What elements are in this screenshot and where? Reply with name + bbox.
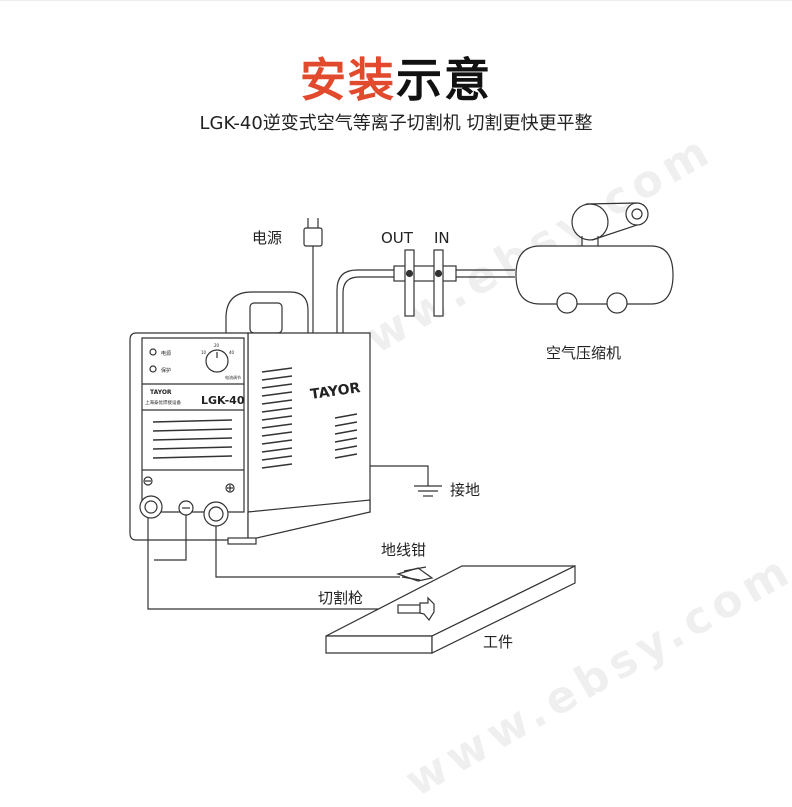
installation-diagram: 电源 保护 10 20 40 电流调节 TAYOR 上海泰优焊接设备 LGK-4…	[129, 202, 674, 654]
ground-clamp-icon	[396, 566, 434, 582]
title-black: 示意	[396, 53, 492, 107]
label-torch: 切割枪	[318, 589, 364, 607]
indicator-power-label: 电源	[161, 350, 171, 357]
air-hose	[336, 265, 515, 333]
label-out: OUT	[381, 229, 413, 247]
label-in: IN	[434, 229, 450, 247]
knob-scale-low: 10	[201, 350, 207, 355]
knob-caption: 电流调节	[225, 374, 241, 380]
knob-scale-mid: 20	[214, 343, 220, 348]
top-divider	[0, 0, 792, 1]
air-compressor-icon	[515, 202, 674, 314]
ground-wire	[370, 465, 442, 497]
workpiece-plate	[325, 565, 576, 654]
power-plug-icon	[303, 218, 323, 333]
label-workpiece: 工件	[483, 633, 514, 651]
label-clamp: 地线钳	[381, 541, 427, 559]
plasma-cutter-machine	[129, 291, 371, 545]
valve-in	[433, 249, 444, 317]
torch-cable	[147, 518, 398, 610]
label-ground: 接地	[450, 481, 481, 499]
knob-scale-high: 40	[229, 350, 235, 355]
machine-brand: TAYOR	[309, 380, 361, 403]
cutting-torch-icon	[397, 596, 435, 622]
machine-model: LGK-40	[201, 394, 245, 407]
title-red: 安装	[300, 53, 396, 107]
panel-caption: 上海泰优焊接设备	[145, 399, 181, 406]
label-compressor: 空气压缩机	[546, 344, 622, 362]
page-title: 安装示意	[0, 52, 792, 108]
page-subtitle: LGK-40逆变式空气等离子切割机 切割更快更平整	[199, 113, 593, 134]
panel-logo: TAYOR	[150, 389, 172, 396]
valve-out	[404, 249, 415, 317]
torch-control-cable	[154, 515, 187, 561]
clamp-cable	[215, 526, 400, 578]
indicator-fault-label: 保护	[161, 367, 171, 374]
label-power: 电源	[252, 229, 283, 247]
